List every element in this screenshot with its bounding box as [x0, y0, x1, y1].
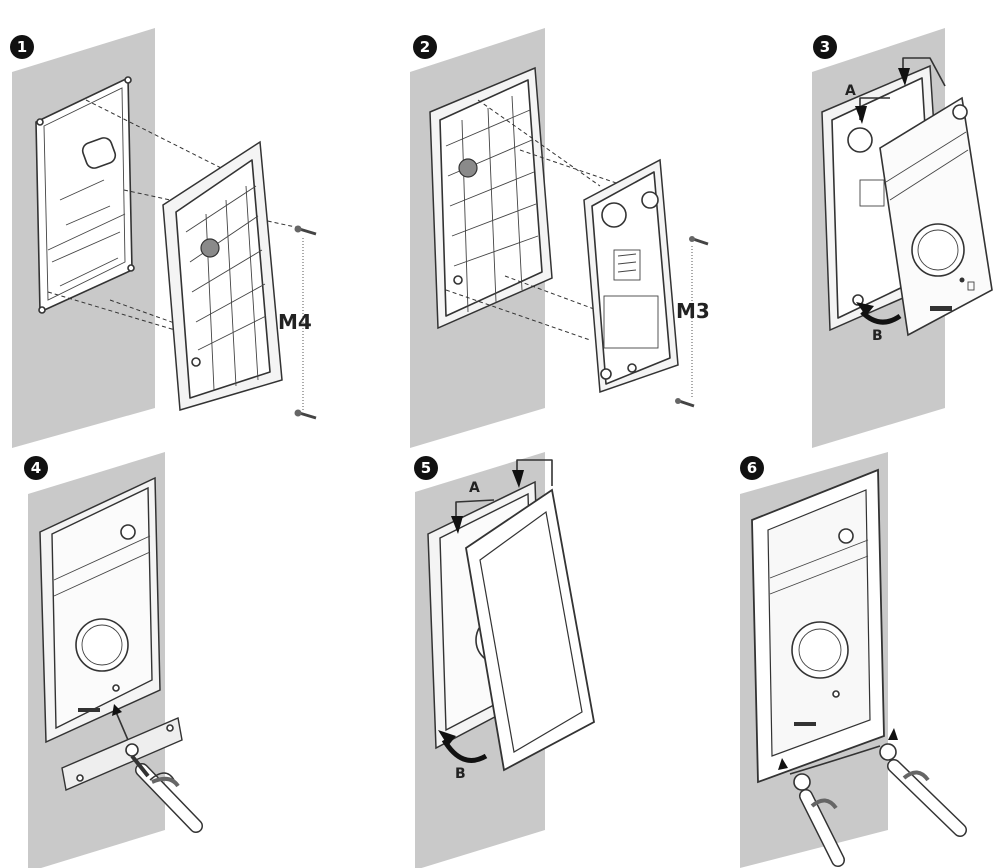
- step-2: M3 2: [410, 28, 710, 448]
- flush-mounting-box: [35, 76, 135, 314]
- step-4: 4: [24, 452, 203, 868]
- assembled-unit: [39, 476, 161, 744]
- installed-unit: [751, 468, 885, 784]
- arrow-label-b: B: [455, 766, 466, 782]
- svg-text:2: 2: [420, 38, 430, 56]
- cover-frame: [465, 488, 596, 772]
- step-3: A B 3: [812, 28, 993, 448]
- front-cover: [879, 96, 993, 337]
- screw-size-label: M4: [278, 310, 312, 334]
- step-number-badge: 5: [414, 456, 438, 480]
- step-number-badge: 4: [24, 456, 48, 480]
- svg-text:5: 5: [421, 459, 431, 477]
- screwdriver-icon: [793, 773, 845, 867]
- step-6: 6: [740, 452, 967, 868]
- arrow-label-a: A: [469, 480, 480, 496]
- step-number-badge: 3: [813, 35, 837, 59]
- screwdriver-icon: [130, 754, 203, 833]
- electronics-module: [583, 158, 679, 394]
- screw-icon: [675, 236, 709, 408]
- step-number-badge: 6: [740, 456, 764, 480]
- svg-text:1: 1: [17, 38, 27, 56]
- bottom-cover-piece: [61, 717, 183, 791]
- arrow-label-b: B: [872, 328, 883, 344]
- step-number-badge: 2: [413, 35, 437, 59]
- svg-text:4: 4: [31, 459, 41, 477]
- step-number-badge: 1: [10, 35, 34, 59]
- svg-text:3: 3: [820, 38, 830, 56]
- screw-icon: [294, 225, 317, 420]
- screwdriver-icon: [879, 743, 967, 837]
- arrow-label-a: A: [845, 83, 856, 99]
- screw-size-label: M3: [676, 299, 710, 323]
- svg-text:6: 6: [747, 459, 757, 477]
- rear-frame: [429, 66, 553, 330]
- step-5: A B 5: [414, 452, 596, 868]
- step-1: M4 1: [10, 28, 317, 448]
- rear-frame: [162, 140, 283, 411]
